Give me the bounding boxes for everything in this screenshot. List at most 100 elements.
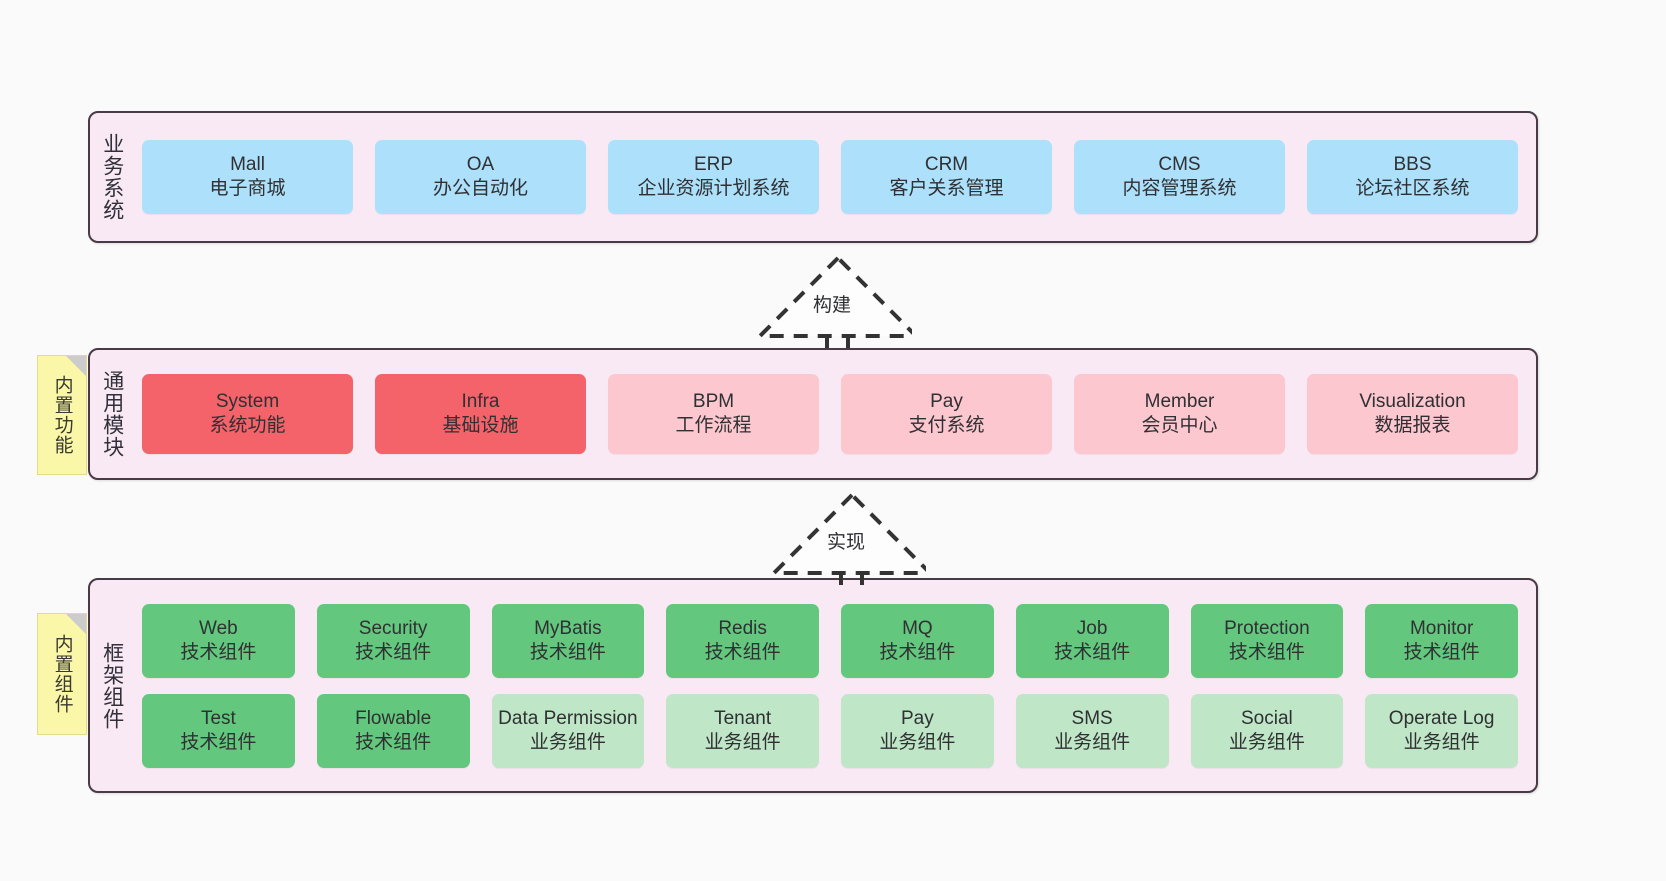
card-title: Member — [1144, 391, 1215, 413]
card-title: Visualization — [1359, 391, 1466, 413]
note-fold-icon — [66, 356, 86, 376]
note-label: 内置组件 — [51, 634, 73, 714]
card-mybatis[interactable]: MyBatis 技术组件 — [491, 603, 645, 678]
card-social[interactable]: Social 业务组件 — [1190, 693, 1344, 768]
card-row: Test 技术组件 Flowable 技术组件 Data Permission … — [142, 693, 1518, 768]
connector-implement-arrow — [769, 492, 926, 587]
connector-build-label: 构建 — [813, 295, 852, 316]
card-cms[interactable]: CMS 内容管理系统 — [1074, 140, 1285, 214]
layer-common-modules[interactable]: 通用模块 System 系统功能 Infra 基础设施 BPM 工作流程 Pay… — [88, 348, 1538, 480]
card-title: Social — [1241, 707, 1293, 729]
note-builtin-components[interactable]: 内置组件 — [37, 613, 87, 735]
card-subtitle: 技术组件 — [879, 641, 956, 663]
card-operate-log[interactable]: Operate Log 业务组件 — [1365, 693, 1518, 768]
layer-business-systems[interactable]: 业务系统 Mall 电子商城 OA 办公自动化 ERP 企业资源计划系统 CRM… — [88, 111, 1538, 243]
card-title: Tenant — [714, 707, 772, 729]
card-bbs[interactable]: BBS 论坛社区系统 — [1307, 140, 1518, 214]
card-subtitle: 工作流程 — [675, 415, 752, 436]
card-title: CMS — [1158, 154, 1201, 176]
card-subtitle: 技术组件 — [180, 731, 257, 753]
card-title: MyBatis — [534, 617, 602, 639]
card-title: Monitor — [1409, 617, 1474, 639]
layer-body-business-systems: Mall 电子商城 OA 办公自动化 ERP 企业资源计划系统 CRM 客户关系… — [134, 113, 1536, 241]
card-tenant[interactable]: Tenant 业务组件 — [666, 693, 819, 768]
card-subtitle: 业务组件 — [529, 731, 606, 753]
card-title: Security — [358, 617, 428, 639]
layer-title-common-modules: 通用模块 — [100, 370, 124, 458]
card-title: ERP — [693, 154, 734, 176]
card-title: Web — [199, 617, 238, 639]
card-title: Redis — [718, 617, 767, 639]
note-fold-icon — [66, 614, 86, 634]
note-builtin-functions[interactable]: 内置功能 — [37, 355, 87, 475]
card-system[interactable]: System 系统功能 — [142, 374, 353, 454]
card-subtitle: 技术组件 — [1403, 641, 1480, 663]
card-title: BBS — [1393, 154, 1432, 176]
card-visualization[interactable]: Visualization 数据报表 — [1307, 374, 1518, 454]
card-sms[interactable]: SMS 业务组件 — [1015, 693, 1169, 768]
card-subtitle: 企业资源计划系统 — [637, 178, 790, 199]
card-subtitle: 基础设施 — [442, 415, 519, 436]
card-subtitle: 技术组件 — [355, 731, 432, 753]
card-subtitle: 技术组件 — [704, 641, 781, 663]
card-redis[interactable]: Redis 技术组件 — [666, 603, 819, 678]
card-erp[interactable]: ERP 企业资源计划系统 — [608, 140, 819, 214]
card-subtitle: 技术组件 — [529, 641, 606, 663]
card-row: System 系统功能 Infra 基础设施 BPM 工作流程 Pay 支付系统… — [142, 374, 1518, 454]
card-subtitle: 论坛社区系统 — [1355, 178, 1470, 199]
card-job[interactable]: Job 技术组件 — [1015, 603, 1169, 678]
layer-title-business-systems: 业务系统 — [100, 133, 124, 221]
card-title: BPM — [692, 391, 735, 413]
card-subtitle: 电子商城 — [209, 178, 286, 199]
connector-implement-label: 实现 — [827, 532, 866, 553]
card-title: OA — [466, 154, 495, 176]
card-subtitle: 系统功能 — [209, 415, 286, 436]
card-flowable[interactable]: Flowable 技术组件 — [316, 693, 470, 768]
card-subtitle: 业务组件 — [1228, 731, 1305, 753]
card-infra[interactable]: Infra 基础设施 — [375, 374, 586, 454]
card-subtitle: 客户关系管理 — [889, 178, 1004, 199]
layer-framework-components[interactable]: 框架组件 Web 技术组件 Security 技术组件 MyBatis 技术组件… — [88, 578, 1538, 793]
card-mall[interactable]: Mall 电子商城 — [142, 140, 353, 214]
card-title: CRM — [924, 154, 969, 176]
card-title: Test — [200, 707, 236, 729]
card-crm[interactable]: CRM 客户关系管理 — [841, 140, 1052, 214]
card-title: Pay — [901, 707, 934, 729]
card-test[interactable]: Test 技术组件 — [142, 693, 295, 768]
card-bpm[interactable]: BPM 工作流程 — [608, 374, 819, 454]
layer-body-common-modules: System 系统功能 Infra 基础设施 BPM 工作流程 Pay 支付系统… — [134, 350, 1536, 478]
card-subtitle: 业务组件 — [704, 731, 781, 753]
card-member[interactable]: Member 会员中心 — [1074, 374, 1285, 454]
card-subtitle: 技术组件 — [1054, 641, 1131, 663]
card-title: Infra — [461, 391, 500, 413]
card-title: Pay — [930, 391, 963, 413]
card-pay-business[interactable]: Pay 业务组件 — [841, 693, 994, 768]
card-protection[interactable]: Protection 技术组件 — [1190, 603, 1344, 678]
note-label: 内置功能 — [51, 375, 73, 455]
card-mq[interactable]: MQ 技术组件 — [841, 603, 994, 678]
card-title: Data Permission — [498, 707, 638, 729]
card-subtitle: 业务组件 — [1403, 731, 1480, 753]
layer-title-framework-components: 框架组件 — [100, 641, 124, 730]
card-subtitle: 内容管理系统 — [1122, 178, 1237, 199]
card-subtitle: 数据报表 — [1374, 415, 1451, 436]
card-subtitle: 技术组件 — [355, 641, 432, 663]
card-monitor[interactable]: Monitor 技术组件 — [1365, 603, 1518, 678]
card-web[interactable]: Web 技术组件 — [142, 603, 295, 678]
card-subtitle: 业务组件 — [1054, 731, 1131, 753]
card-subtitle: 技术组件 — [180, 641, 257, 663]
card-row: Web 技术组件 Security 技术组件 MyBatis 技术组件 Redi… — [142, 603, 1518, 678]
layer-body-framework-components: Web 技术组件 Security 技术组件 MyBatis 技术组件 Redi… — [134, 580, 1536, 791]
card-title: SMS — [1071, 707, 1113, 729]
card-subtitle: 技术组件 — [1228, 641, 1305, 663]
card-oa[interactable]: OA 办公自动化 — [375, 140, 586, 214]
card-row: Mall 电子商城 OA 办公自动化 ERP 企业资源计划系统 CRM 客户关系… — [142, 140, 1518, 214]
card-data-permission[interactable]: Data Permission 业务组件 — [491, 693, 645, 768]
card-title: Protection — [1224, 617, 1310, 639]
card-title: Job — [1076, 617, 1108, 639]
connector-build-arrow — [755, 255, 912, 350]
card-title: Operate Log — [1388, 707, 1495, 729]
card-subtitle: 会员中心 — [1141, 415, 1218, 436]
card-pay[interactable]: Pay 支付系统 — [841, 374, 1052, 454]
card-security[interactable]: Security 技术组件 — [316, 603, 470, 678]
